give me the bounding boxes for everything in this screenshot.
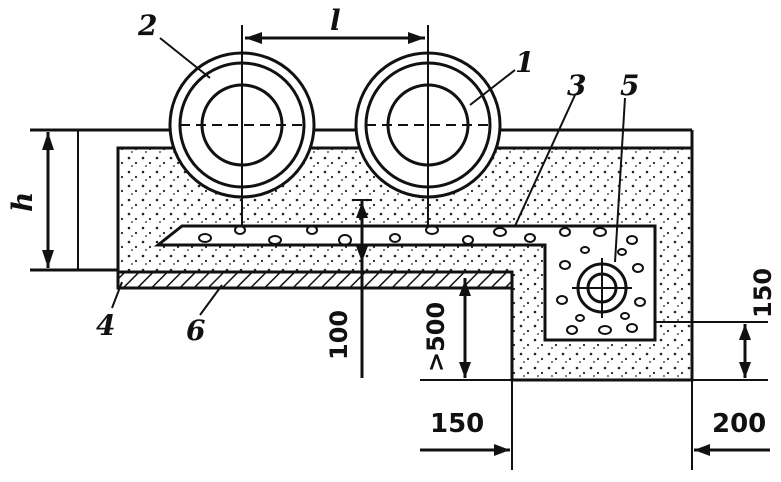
label-3: 3 — [567, 69, 586, 102]
dimension-150-bottom-value: 150 — [430, 409, 484, 439]
heat-pipe-right — [354, 25, 502, 225]
label-1: 1 — [515, 46, 534, 79]
gravel-drain-layer — [153, 224, 657, 342]
dimension-l — [245, 32, 425, 44]
label-l: l — [330, 4, 341, 37]
dimension-200 — [691, 380, 770, 470]
concrete-slab — [116, 270, 514, 290]
dimension-500 — [420, 278, 512, 381]
dimension-h — [30, 130, 118, 272]
drain-pipe — [572, 258, 632, 318]
label-5: 5 — [620, 69, 639, 102]
dimension-150-right-value: 150 — [749, 268, 777, 318]
label-4: 4 — [96, 309, 115, 342]
dimension-100 — [352, 199, 372, 378]
dimension-200-value: 200 — [712, 409, 766, 439]
label-6: 6 — [186, 314, 205, 347]
dimension-150-bottom — [420, 380, 513, 470]
gravel-stones — [198, 225, 646, 335]
label-h: h — [6, 192, 39, 212]
dimension-150-right — [655, 321, 768, 381]
heat-pipe-left — [168, 25, 316, 225]
dimension-500-value: >500 — [422, 302, 450, 372]
dimension-100-value: 100 — [325, 310, 353, 360]
label-2: 2 — [137, 9, 157, 42]
leader-lines — [111, 37, 626, 316]
